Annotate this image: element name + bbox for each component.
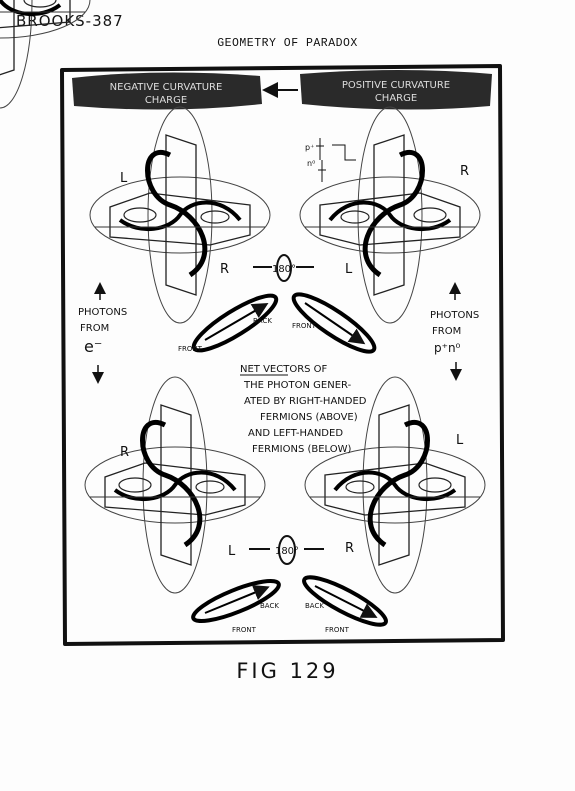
banner-negative-line1: NEGATIVE CURVATURE	[110, 82, 223, 93]
label-back-bottom-left: BACK	[260, 602, 279, 610]
label-front-bottom-left: FRONT	[232, 626, 257, 634]
angle-label-top: 180°	[272, 264, 296, 275]
fermion-sketch-top-left	[90, 107, 270, 323]
banner-negative-charge: NEGATIVE CURVATURE CHARGE	[72, 72, 262, 110]
electron-label: e⁻	[84, 337, 102, 356]
angle-label-bottom: 180°	[275, 546, 299, 557]
banner-positive-line2: CHARGE	[375, 93, 417, 104]
photons-label-left: PHOTONS	[78, 307, 127, 318]
photons-from-electron-note: PHOTONS FROM e⁻	[78, 282, 127, 384]
p-plus-label: p⁺	[305, 143, 314, 152]
n-zero-label: n⁰	[307, 159, 315, 168]
figure-caption: FIG 129	[236, 659, 339, 683]
label-r-bottom-left: R	[120, 445, 129, 460]
label-front-top-right: FRONT	[292, 322, 317, 330]
center-explanation: NET VECTORS OF THE PHOTON GENER- ATED BY…	[240, 364, 367, 455]
photon-vector-bottom-left	[191, 578, 281, 624]
photon-vector-bottom-right	[302, 575, 388, 627]
particle-notation-top: p⁺ n⁰	[305, 138, 356, 182]
page-title: GEOMETRY OF PARADOX	[217, 37, 358, 50]
label-r-top-right: R	[460, 164, 469, 179]
nucleon-label: p⁺n⁰	[434, 341, 461, 355]
center-text-line3: ATED BY RIGHT-HANDED	[244, 396, 367, 407]
banner-positive-line1: POSITIVE CURVATURE	[342, 80, 450, 91]
fermion-sketch-bottom-left	[85, 377, 265, 593]
rotation-symbol-bottom: 180°	[249, 535, 324, 565]
photon-vector-top-left	[191, 293, 279, 353]
label-r-bottom-center: R	[345, 541, 354, 556]
figure-frame	[60, 64, 505, 646]
center-text-line1: NET VECTORS OF	[240, 364, 328, 375]
label-r-top-center: R	[220, 262, 229, 277]
center-text-line4: FERMIONS (ABOVE)	[260, 412, 358, 423]
label-back-top-left: BACK	[253, 317, 272, 325]
fermion-sketch-bottom-right	[305, 377, 485, 593]
label-front-bottom-right: FRONT	[325, 626, 350, 634]
from-label-left: FROM	[80, 323, 109, 334]
label-l-top-left: L	[120, 171, 128, 186]
rotation-symbol-top: 180°	[253, 254, 314, 282]
banner-negative-line2: CHARGE	[145, 95, 187, 106]
label-l-bottom-right: L	[456, 433, 464, 448]
photon-vector-top-right	[291, 292, 377, 354]
label-back-bottom-right: BACK	[305, 602, 324, 610]
label-l-top-center: L	[345, 262, 353, 277]
center-text-line2: THE PHOTON GENER-	[243, 380, 352, 391]
banner-positive-charge: POSITIVE CURVATURE CHARGE	[300, 70, 492, 110]
center-text-line6: FERMIONS (BELOW)	[252, 444, 352, 455]
photons-from-nucleon-note: PHOTONS FROM p⁺n⁰	[430, 282, 479, 381]
center-text-line5: AND LEFT-HANDED	[248, 428, 343, 439]
from-label-right: FROM	[432, 326, 461, 337]
fermion-sketch-template	[0, 0, 91, 109]
fermion-sketch-top-right	[300, 107, 480, 323]
photons-label-right: PHOTONS	[430, 310, 479, 321]
label-l-bottom-center: L	[228, 544, 236, 559]
label-front-top-left: FRONT	[178, 345, 203, 353]
